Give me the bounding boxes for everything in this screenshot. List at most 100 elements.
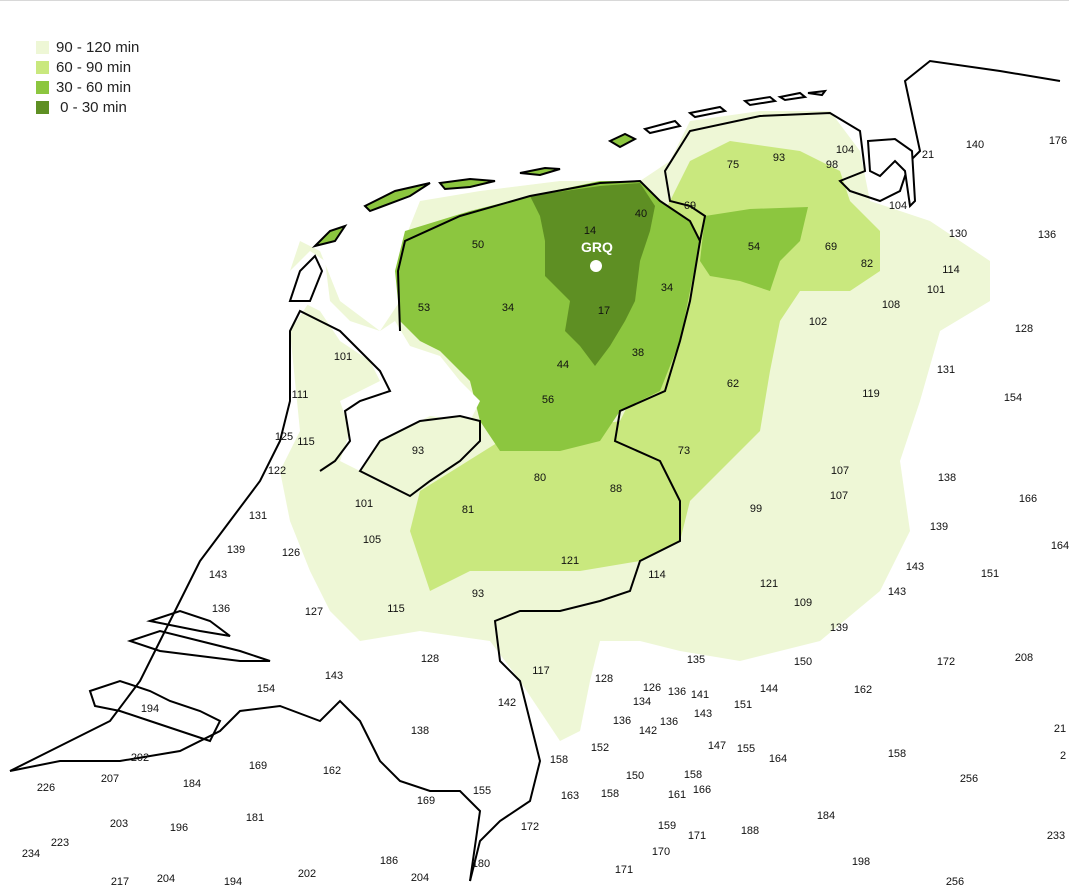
travel-time-label: 139 <box>930 521 948 533</box>
travel-time-label: 69 <box>684 200 696 212</box>
travel-time-label: 81 <box>462 504 474 516</box>
travel-time-label: 128 <box>595 673 613 685</box>
travel-time-label: 188 <box>741 825 759 837</box>
travel-time-label: 101 <box>927 284 945 296</box>
travel-time-label: 142 <box>639 725 657 737</box>
travel-time-label: 117 <box>532 665 550 677</box>
travel-time-label: 134 <box>633 696 651 708</box>
travel-time-label: 155 <box>473 785 491 797</box>
travel-time-label: 127 <box>305 606 323 618</box>
zone-30-60-east <box>700 207 808 291</box>
travel-time-label: 128 <box>421 653 439 665</box>
wadden-island-vlieland <box>311 224 348 248</box>
travel-time-label: 140 <box>966 139 984 151</box>
travel-time-label: 150 <box>626 770 644 782</box>
travel-time-label: 223 <box>51 837 69 849</box>
travel-time-label: 256 <box>946 876 964 887</box>
travel-time-label: 234 <box>22 848 40 860</box>
travel-time-label: 107 <box>830 490 848 502</box>
travel-time-label: 141 <box>691 689 709 701</box>
travel-time-label: 88 <box>610 483 622 495</box>
travel-time-label: 202 <box>131 752 149 764</box>
travel-time-label: 122 <box>268 465 286 477</box>
travel-time-label: 158 <box>888 748 906 760</box>
legend-item: 90 - 120 min <box>36 37 139 57</box>
travel-time-label: 2 <box>1060 750 1066 762</box>
travel-time-label: 169 <box>417 795 435 807</box>
travel-time-label: 121 <box>561 555 579 567</box>
travel-time-label: 172 <box>521 821 539 833</box>
travel-time-label: 217 <box>111 876 129 887</box>
travel-time-label: 172 <box>937 656 955 668</box>
travel-time-label: 119 <box>862 388 880 400</box>
travel-time-label: 136 <box>212 603 230 615</box>
legend-swatch <box>36 80 49 94</box>
travel-time-label: 162 <box>323 765 341 777</box>
travel-time-label: 184 <box>183 778 201 790</box>
travel-time-label: 207 <box>101 773 119 785</box>
legend-item: 30 - 60 min <box>36 77 139 97</box>
legend-label: 30 - 60 min <box>56 78 132 96</box>
wadden-island-rottumeroog <box>607 132 638 149</box>
travel-time-label: 155 <box>737 743 755 755</box>
german-island-1 <box>642 119 682 135</box>
travel-time-label: 135 <box>687 654 705 666</box>
travel-time-label: 181 <box>246 812 264 824</box>
german-island-4 <box>777 91 808 102</box>
travel-time-label: 54 <box>748 241 760 253</box>
travel-time-label: 136 <box>668 686 686 698</box>
travel-time-label: 180 <box>472 858 490 870</box>
travel-time-label: 136 <box>613 715 631 727</box>
travel-time-label: 139 <box>227 544 245 556</box>
travel-time-label: 138 <box>938 472 956 484</box>
travel-time-label: 158 <box>684 769 702 781</box>
travel-time-label: 154 <box>1004 392 1022 404</box>
travel-time-label: 164 <box>1051 540 1069 552</box>
airport-code: GRQ <box>581 239 613 255</box>
travel-time-label: 82 <box>861 258 873 270</box>
legend-label: 60 - 90 min <box>56 58 132 76</box>
travel-time-label: 114 <box>648 569 666 581</box>
travel-time-label: 93 <box>412 445 424 457</box>
travel-time-label: 184 <box>817 810 835 822</box>
travel-time-label: 143 <box>888 586 906 598</box>
travel-time-label: 50 <box>472 239 484 251</box>
travel-time-label: 158 <box>601 788 619 800</box>
travel-time-label: 186 <box>380 855 398 867</box>
legend-swatch <box>36 100 49 114</box>
travel-time-label: 202 <box>298 868 316 880</box>
legend-item: 0 - 30 min <box>36 97 139 117</box>
travel-time-label: 170 <box>652 846 670 858</box>
travel-time-label: 169 <box>249 760 267 772</box>
travel-time-label: 126 <box>282 547 300 559</box>
travel-time-label: 21 <box>1054 723 1066 735</box>
travel-time-label: 34 <box>502 302 514 314</box>
travel-time-label: 143 <box>906 561 924 573</box>
travel-time-label: 101 <box>334 351 352 363</box>
german-border <box>469 240 701 882</box>
travel-time-label: 166 <box>1019 493 1037 505</box>
travel-time-label: 75 <box>727 159 739 171</box>
travel-time-label: 34 <box>661 282 673 294</box>
travel-time-label: 115 <box>387 603 405 615</box>
travel-time-label: 163 <box>561 790 579 802</box>
travel-time-label: 139 <box>830 622 848 634</box>
german-island-2 <box>687 105 728 119</box>
travel-time-label: 196 <box>170 822 188 834</box>
travel-time-label: 159 <box>658 820 676 832</box>
travel-time-label: 131 <box>249 510 267 522</box>
travel-time-label: 164 <box>769 753 787 765</box>
travel-time-label: 53 <box>418 302 430 314</box>
travel-time-label: 62 <box>727 378 739 390</box>
travel-time-label: 198 <box>852 856 870 868</box>
wadden-island-schiermonnikoog <box>519 166 561 177</box>
travel-time-label: 108 <box>882 299 900 311</box>
travel-time-label: 40 <box>635 208 647 220</box>
travel-time-label: 99 <box>750 503 762 515</box>
zone-0-30 <box>530 183 655 366</box>
travel-time-label: 125 <box>275 431 293 443</box>
travel-time-label: 73 <box>678 445 690 457</box>
travel-time-label: 38 <box>632 347 644 359</box>
